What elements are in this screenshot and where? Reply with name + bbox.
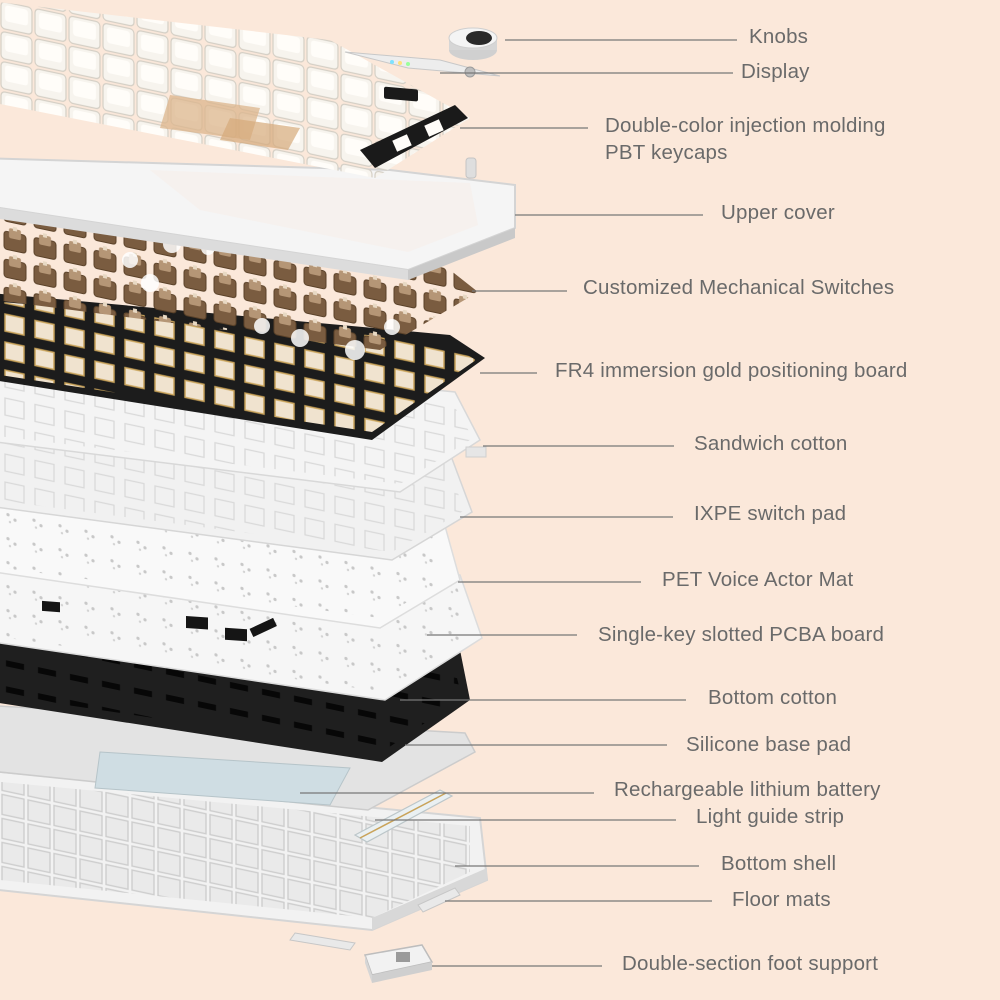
light-guide-strip-illustration (353, 789, 454, 843)
leader-lines (300, 39, 737, 967)
label-floor-mats: Floor mats (732, 888, 831, 911)
label-keycaps-line1: Double-color injection molding (605, 114, 886, 137)
label-ixpe-pad: IXPE switch pad (694, 502, 847, 525)
label-switches: Customized Mechanical Switches (583, 276, 895, 299)
label-display: Display (741, 60, 810, 83)
label-pet-mat: PET Voice Actor Mat (662, 568, 854, 591)
keycaps-illustration (0, 2, 470, 178)
label-knobs: Knobs (749, 25, 809, 48)
bottom-shell-illustration (0, 770, 489, 932)
label-upper-cover: Upper cover (721, 201, 835, 224)
foot-support-illustration (364, 944, 434, 983)
label-foot-support: Double-section foot support (622, 952, 879, 975)
display-illustration (344, 51, 501, 102)
label-battery: Rechargeable lithium battery (614, 778, 881, 801)
upper-cover-illustration (0, 157, 516, 280)
knob-illustration (448, 27, 498, 60)
label-fr4-board: FR4 immersion gold positioning board (555, 359, 908, 382)
label-bottom-cotton: Bottom cotton (708, 686, 838, 709)
label-silicone-pad: Silicone base pad (686, 733, 852, 756)
label-pcba-board: Single-key slotted PCBA board (598, 623, 885, 646)
floor-mats-illustration (289, 887, 461, 951)
label-sandwich-cotton: Sandwich cotton (694, 432, 848, 455)
label-light-strip: Light guide strip (696, 805, 845, 828)
label-bottom-shell: Bottom shell (721, 852, 837, 875)
label-keycaps-line2: PBT keycaps (605, 141, 728, 164)
